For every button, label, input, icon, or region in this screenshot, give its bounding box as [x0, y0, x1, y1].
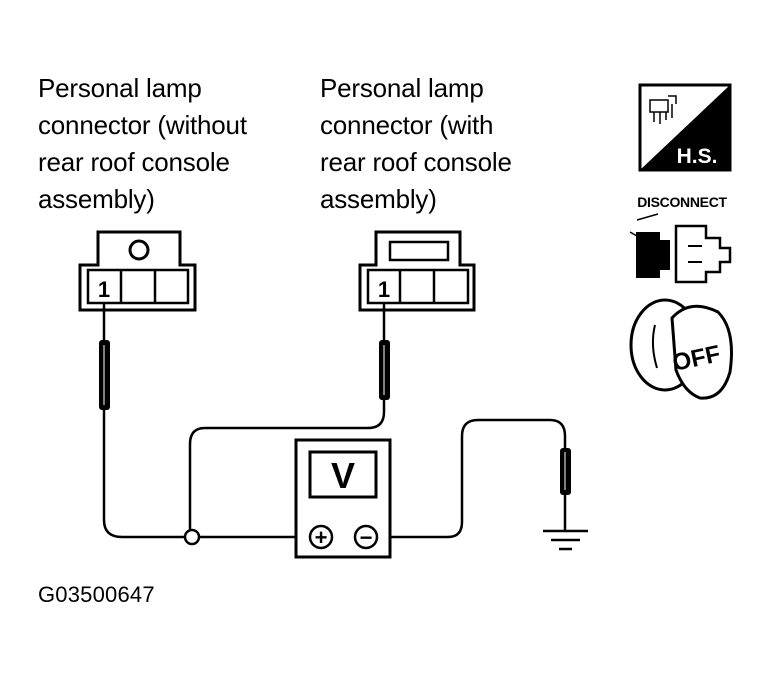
voltmeter-display: V	[331, 455, 355, 496]
label-line: assembly)	[320, 184, 437, 214]
left-probe	[99, 340, 110, 410]
label-line: Personal lamp	[320, 73, 484, 103]
label-line: rear roof console	[38, 147, 230, 177]
hs-icon	[638, 83, 732, 172]
label-line: connector (without	[38, 110, 247, 140]
ground-symbol	[543, 529, 588, 551]
left-connector	[78, 230, 197, 312]
label-line: assembly)	[38, 184, 155, 214]
negative-terminal	[353, 524, 379, 550]
negative-symbol: −	[360, 525, 373, 550]
left-connector-label: Personal lamp connector (without rear ro…	[38, 70, 247, 218]
positive-symbol: +	[315, 525, 328, 550]
label-line: connector (with	[320, 110, 494, 140]
right-probe	[379, 340, 390, 400]
disconnect-icon	[629, 213, 732, 284]
wiring	[102, 303, 567, 539]
ground-probe	[560, 448, 571, 495]
positive-terminal	[308, 524, 334, 550]
voltmeter	[294, 438, 392, 559]
right-connector	[358, 230, 476, 312]
right-terminal-number: 1	[378, 277, 390, 302]
right-connector-label: Personal lamp connector (with rear roof …	[320, 70, 512, 218]
label-line: Personal lamp	[38, 73, 202, 103]
disconnect-label: DISCONNECT	[637, 194, 727, 210]
junction-node	[183, 528, 201, 546]
label-line: rear roof console	[320, 147, 512, 177]
ignition-key-icon	[629, 298, 733, 400]
figure-code: G03500647	[38, 582, 155, 607]
hs-icon-label: H.S.	[677, 145, 718, 168]
left-terminal-number: 1	[98, 277, 110, 302]
